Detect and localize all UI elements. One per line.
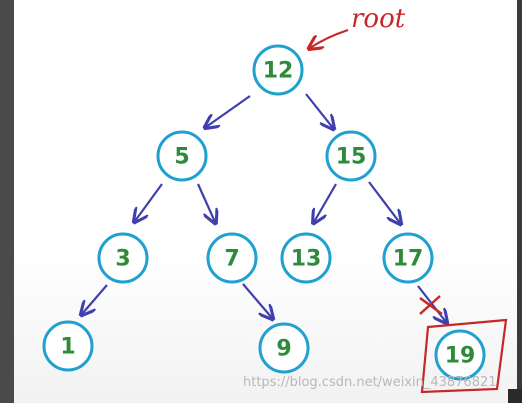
edge-15-17 <box>368 181 400 223</box>
highlight-box <box>420 318 508 394</box>
node-label-9: 9 <box>276 337 291 362</box>
edge-12-15 <box>305 93 333 128</box>
edge-12-5 <box>206 95 251 127</box>
edge-15-13 <box>314 183 337 222</box>
node-label-19: 19 <box>445 344 476 369</box>
node-13: 13 <box>280 232 332 284</box>
node-label-7: 7 <box>224 247 239 272</box>
node-7: 7 <box>206 232 258 284</box>
right-border <box>517 0 522 403</box>
edge-5-3 <box>135 183 163 221</box>
node-label-12: 12 <box>263 59 294 84</box>
node-label-5: 5 <box>174 145 189 170</box>
tree-edges <box>82 93 446 322</box>
edge-7-9 <box>242 283 272 318</box>
edge-3-1 <box>82 284 108 314</box>
node-label-1: 1 <box>60 335 75 360</box>
node-3: 3 <box>97 232 149 284</box>
root-annotation: root <box>310 4 406 48</box>
left-border <box>0 0 14 403</box>
node-5: 5 <box>156 130 208 182</box>
node-19: 19 <box>434 329 486 381</box>
edge-5-7 <box>196 183 215 222</box>
root-arrow <box>310 28 349 48</box>
node-17: 17 <box>382 232 434 284</box>
root-label: root <box>351 4 406 34</box>
corner-tab <box>508 389 522 403</box>
node-1: 1 <box>42 320 94 372</box>
node-15: 15 <box>325 130 377 182</box>
node-label-15: 15 <box>336 145 367 170</box>
node-label-13: 13 <box>291 247 322 272</box>
node-12: 12 <box>252 44 304 96</box>
node-9: 9 <box>258 322 310 374</box>
node-label-3: 3 <box>115 247 130 272</box>
watermark: https://blog.csdn.net/weixin_43876821 <box>243 375 497 390</box>
cross-mark <box>419 295 443 315</box>
node-label-17: 17 <box>393 247 424 272</box>
